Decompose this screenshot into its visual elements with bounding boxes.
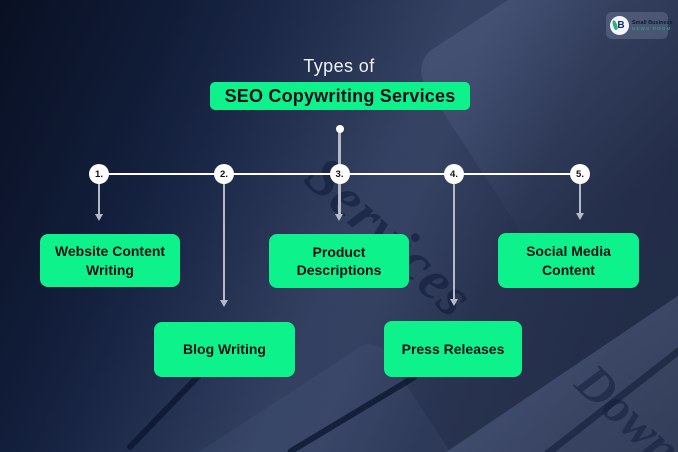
arrow-down-icon	[219, 300, 228, 307]
connector-stem-2	[222, 184, 226, 301]
connector-stem-1	[97, 184, 101, 215]
service-box-product-descriptions: Product Descriptions	[269, 234, 409, 288]
background-key-groove	[286, 373, 419, 452]
node-circle-4: 4.	[444, 164, 464, 184]
brand-tagline: NEWS ROOM	[632, 26, 672, 32]
service-box-blog-writing: Blog Writing	[154, 322, 295, 377]
service-box-social-media-content: Social Media Content	[498, 233, 639, 288]
arrow-down-icon	[449, 299, 458, 306]
arrow-down-icon	[94, 214, 103, 221]
brand-logo: B Small Business NEWS ROOM	[606, 12, 673, 39]
brand-logo-icon: B	[610, 16, 629, 35]
brand-logo-text: Small Business NEWS ROOM	[632, 19, 673, 32]
node-circle-1: 1.	[89, 164, 109, 184]
connector-dot	[335, 125, 344, 133]
arrow-down-icon	[335, 214, 344, 221]
arrow-down-icon	[575, 213, 584, 220]
connector-stem-4	[452, 184, 456, 300]
node-circle-2: 2.	[214, 164, 234, 184]
service-box-press-releases: Press Releases	[384, 321, 522, 377]
background-key-groove	[542, 323, 678, 452]
connector-stem-title	[338, 132, 341, 165]
brand-name: Small Business	[632, 19, 673, 26]
connector-stem-3	[338, 184, 341, 215]
title-eyebrow: Types of	[303, 56, 375, 76]
service-box-website-content-writing: Website Content Writing	[40, 234, 180, 287]
brand-monogram: B	[617, 19, 625, 31]
node-circle-3: 3.	[329, 164, 350, 184]
connector-stem-5	[578, 184, 582, 214]
background-watermark-down: Down	[565, 352, 678, 452]
node-circle-5: 5.	[570, 164, 590, 184]
page-title: SEO Copywriting Services	[210, 82, 470, 110]
